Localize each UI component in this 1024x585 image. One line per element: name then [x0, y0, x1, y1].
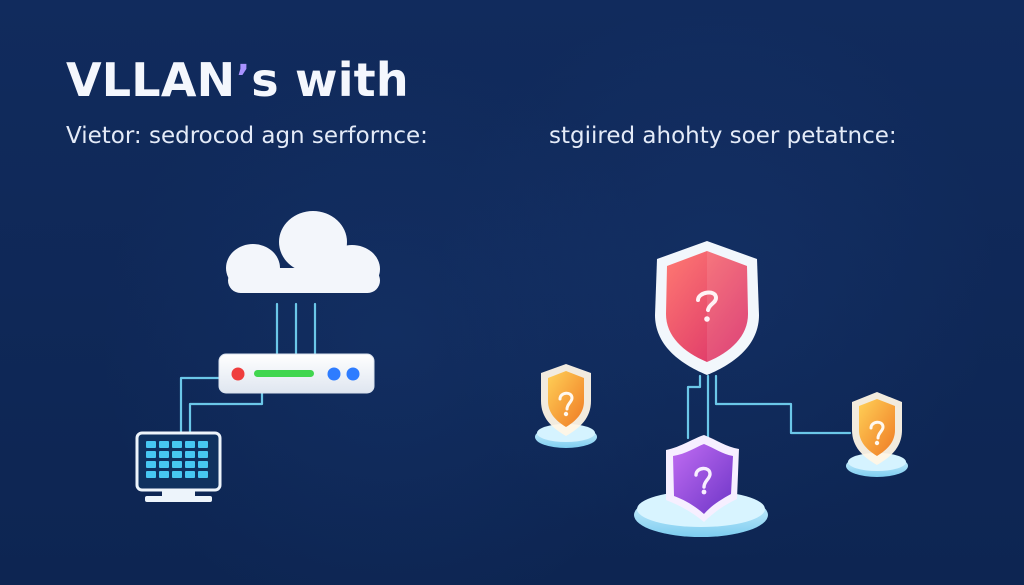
computer-screen-keys [146, 441, 208, 478]
left-subtitle: Vietor: sedrocod agn serfornce: [66, 123, 428, 149]
left-connectors [179, 302, 317, 435]
router-computer-line-inner [188, 391, 264, 435]
page-title: VLLAN’s with [66, 57, 409, 103]
right-connectors [686, 374, 852, 440]
shield-center-right-line [714, 374, 852, 435]
router-icon [218, 353, 375, 394]
title-part-after: s with [251, 53, 409, 107]
router-computer-line-outer [179, 376, 222, 435]
title-accent: ’ [236, 58, 251, 99]
computer-icon [135, 431, 222, 502]
main-shield-icon [655, 241, 759, 375]
cloud-icon [226, 211, 380, 293]
left-shield-icon [535, 364, 597, 448]
right-subtitle: stgiired ahohty soer petatnce: [549, 123, 897, 149]
title-part-before: VLLAN [66, 53, 236, 107]
right-shield-icon [846, 392, 908, 477]
shield-center-left-line [686, 374, 702, 440]
bottom-shield-icon [634, 435, 768, 537]
